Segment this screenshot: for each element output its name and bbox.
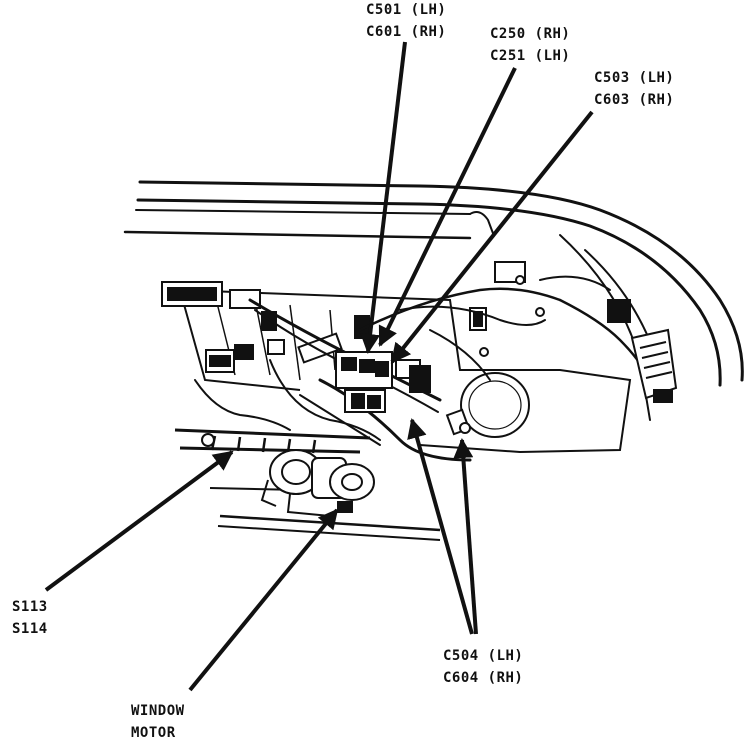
panel-connectors bbox=[161, 261, 631, 373]
callout-s113-line1: S113 bbox=[12, 599, 48, 615]
callout-s113: S113 S114 bbox=[12, 596, 48, 640]
callout-c504-line2: C604 (RH) bbox=[443, 670, 524, 686]
callout-c250-line2: C251 (LH) bbox=[490, 48, 571, 64]
callout-c503: C503 (LH) C603 (RH) bbox=[594, 67, 674, 111]
callout-window-motor-line1: WINDOW bbox=[131, 703, 185, 719]
door-frame-rails bbox=[123, 180, 744, 421]
callout-c250-line1: C250 (RH) bbox=[490, 26, 571, 42]
callout-c504-line1: C504 (LH) bbox=[443, 648, 524, 664]
callout-window-motor: WINDOW MOTOR bbox=[131, 700, 185, 742]
callout-c250: C250 (RH) C251 (LH) bbox=[490, 23, 570, 67]
fasteners bbox=[201, 275, 545, 447]
arrow-c503 bbox=[390, 110, 594, 364]
arrow-s113 bbox=[44, 450, 234, 592]
callout-c501-line2: C601 (RH) bbox=[366, 24, 447, 40]
arrow-window-motor bbox=[188, 508, 339, 692]
leader-arrows bbox=[44, 41, 594, 692]
door-hinge bbox=[630, 328, 678, 403]
callout-c504: C504 (LH) C604 (RH) bbox=[443, 645, 523, 689]
speaker-opening bbox=[460, 372, 530, 438]
callout-c503-line1: C503 (LH) bbox=[594, 70, 675, 86]
callout-c503-line2: C603 (RH) bbox=[594, 92, 675, 108]
arrow-c501 bbox=[360, 41, 407, 354]
arrow-c504-b bbox=[453, 438, 478, 635]
callout-c501: C501 (LH) C601 (RH) bbox=[366, 0, 446, 43]
callout-c501-line1: C501 (LH) bbox=[366, 2, 447, 18]
callout-s113-line2: S114 bbox=[12, 621, 48, 637]
arrow-c250 bbox=[378, 67, 517, 347]
callout-window-motor-line2: MOTOR bbox=[131, 725, 176, 741]
arrow-c504-a bbox=[407, 418, 474, 635]
window-motor bbox=[260, 449, 375, 517]
